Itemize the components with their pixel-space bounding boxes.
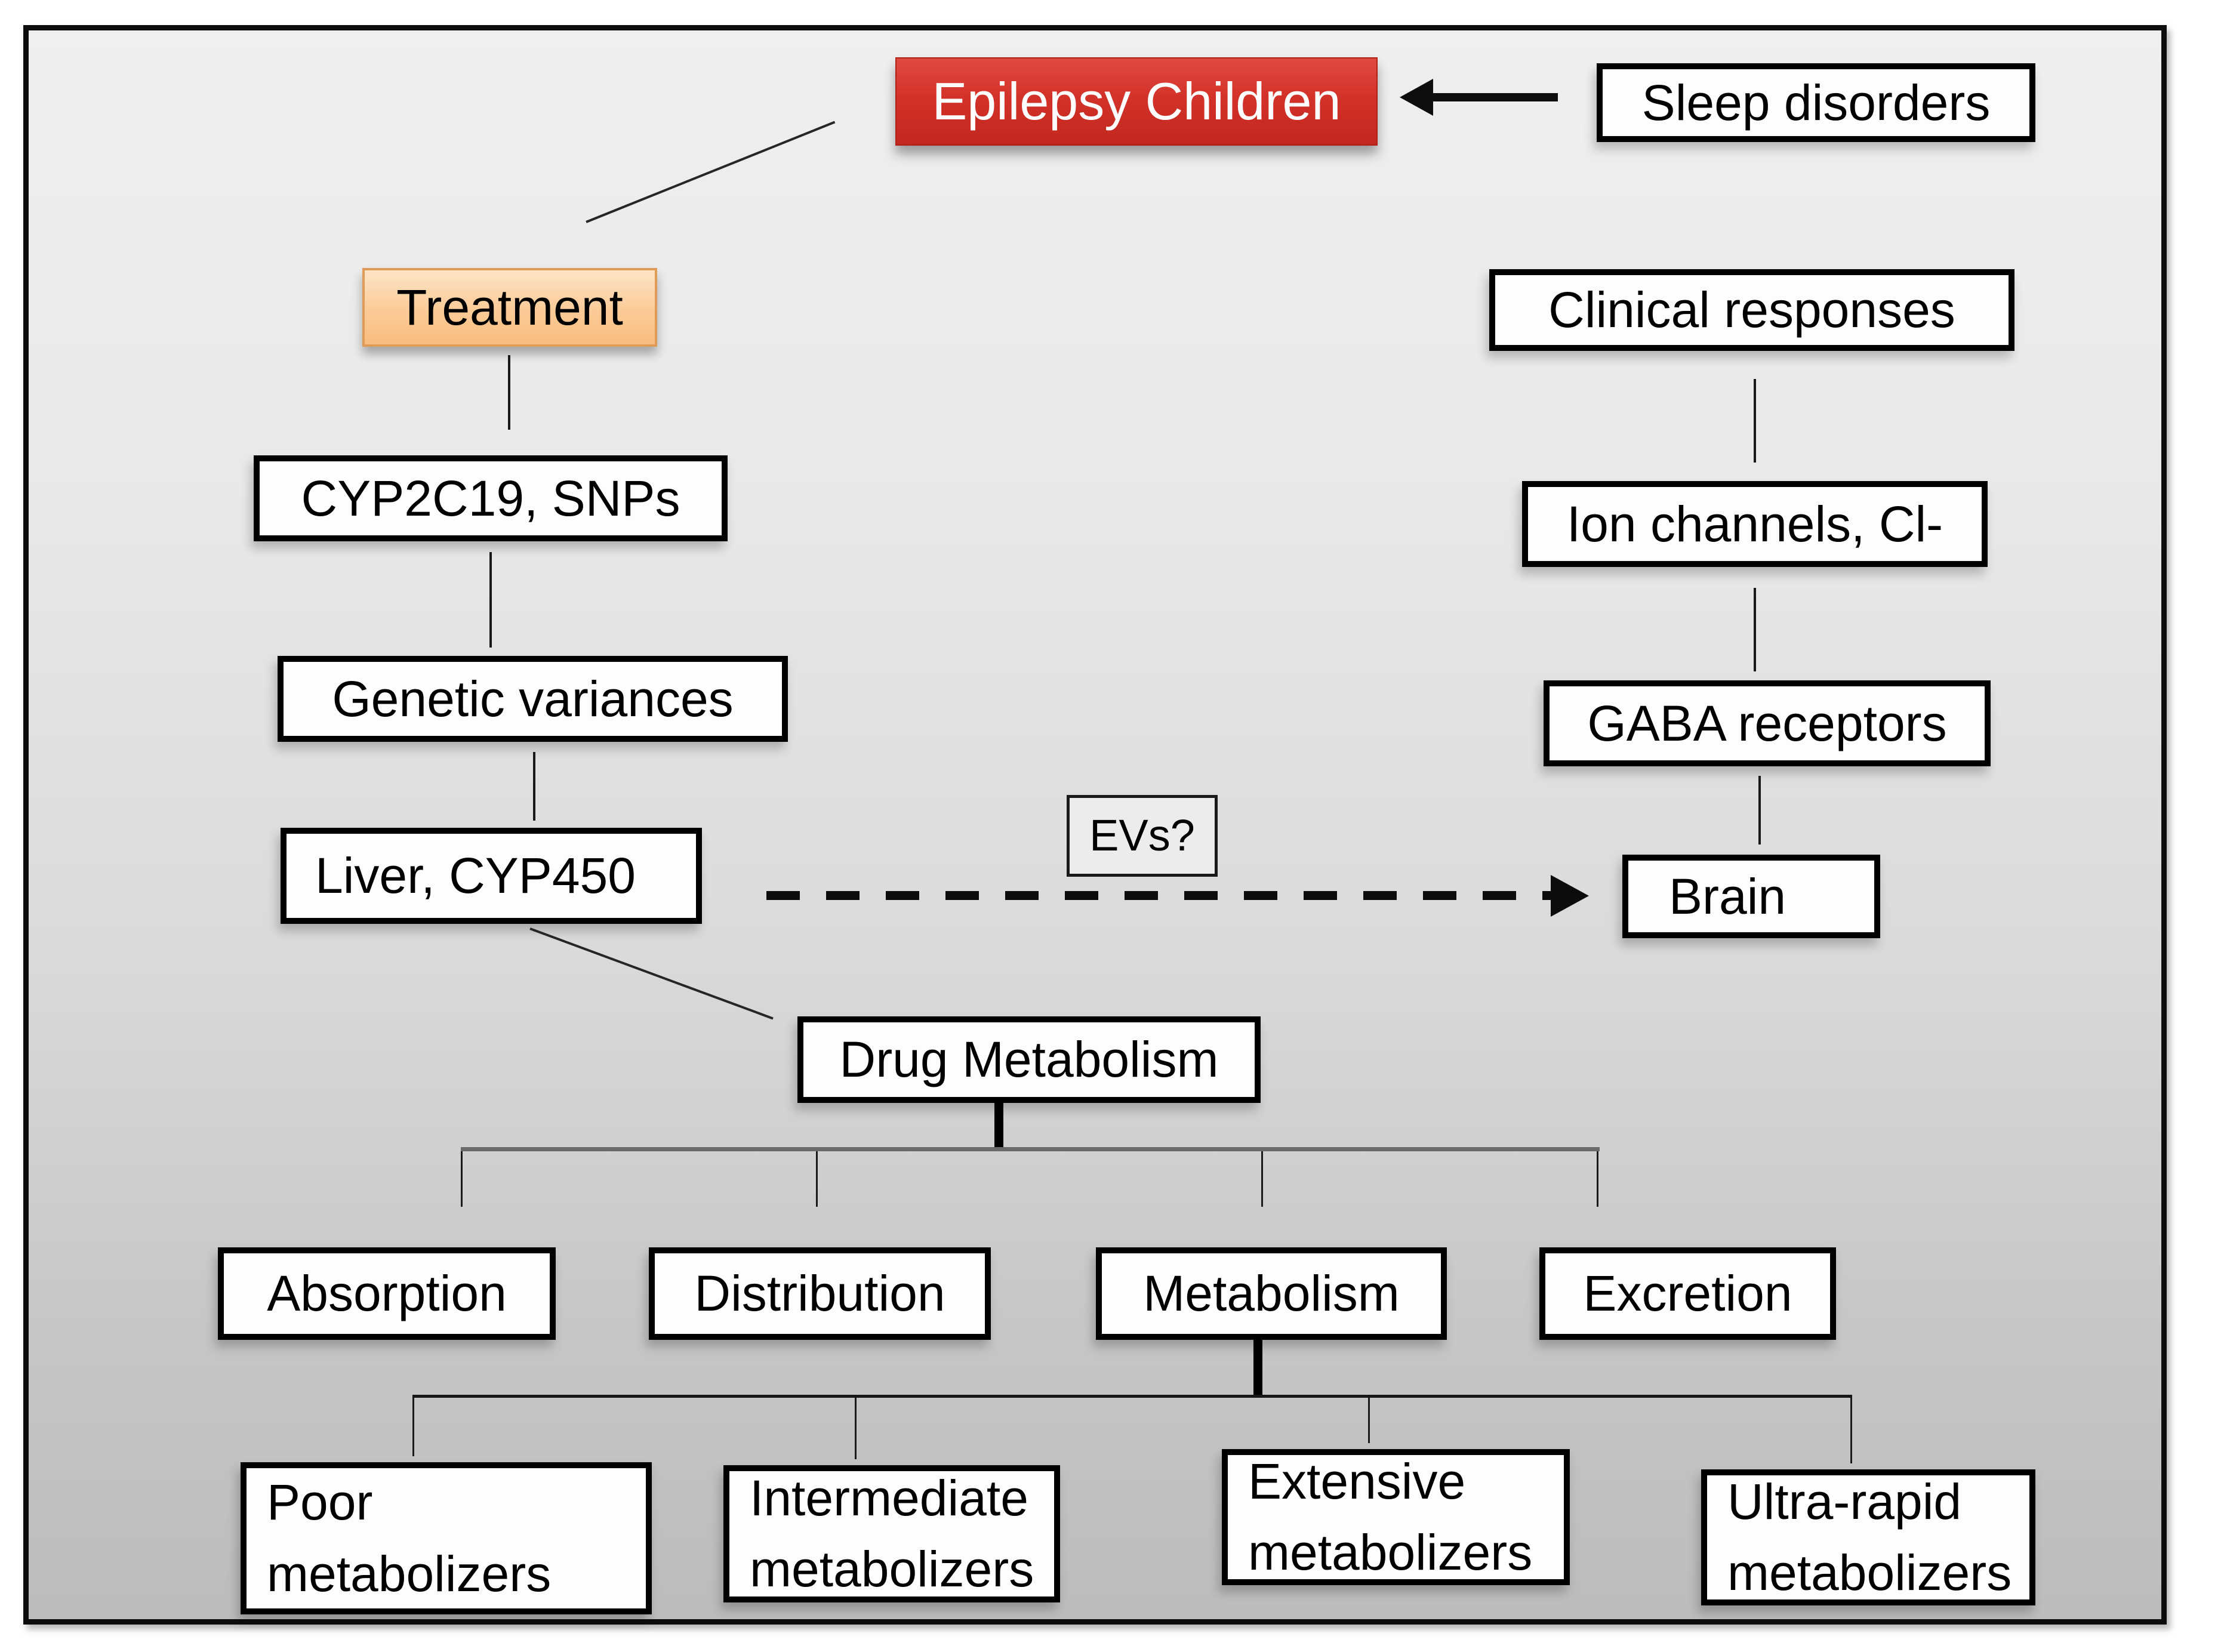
node-epilepsy-children: Epilepsy Children: [895, 57, 1378, 146]
connector-drop-metabolism: [1261, 1151, 1263, 1207]
node-liver-cyp450: Liver, CYP450: [281, 828, 702, 924]
connector-drop-poor: [412, 1398, 414, 1456]
node-ion-channels: Ion channels, Cl-: [1522, 481, 1988, 567]
connector-drop-distribution: [816, 1151, 818, 1207]
connector-drop-intermediate: [855, 1398, 857, 1459]
connector-drop-absorption: [461, 1151, 463, 1207]
connector-metabolism-stem: [1253, 1340, 1262, 1397]
node-clinical-responses: Clinical responses: [1489, 269, 2014, 351]
node-absorption: Absorption: [218, 1247, 556, 1340]
node-excretion: Excretion: [1539, 1247, 1836, 1340]
node-genetic-variances: Genetic variances: [278, 656, 788, 742]
connector-genetic-liver: [533, 752, 535, 821]
arrow-head-sleep-to-epilepsy-icon: [1400, 79, 1433, 116]
node-poor-metabolizers: Poor metabolizers: [241, 1462, 652, 1614]
connector-gaba-brain: [1758, 776, 1761, 845]
connector-clinical-ion: [1754, 379, 1756, 463]
node-metabolism: Metabolism: [1096, 1247, 1447, 1340]
connector-drugmetabolism-stem: [994, 1103, 1003, 1151]
node-extensive-metabolizers: Extensive metabolizers: [1222, 1449, 1570, 1585]
node-distribution: Distribution: [649, 1247, 991, 1340]
node-gaba-receptors: GABA receptors: [1544, 680, 1991, 766]
node-sleep-disorders: Sleep disorders: [1597, 63, 2035, 142]
connector-drop-excretion: [1597, 1151, 1598, 1207]
connector-adme-crossbar: [461, 1147, 1600, 1151]
node-treatment: Treatment: [362, 268, 657, 347]
node-drug-metabolism: Drug Metabolism: [797, 1016, 1261, 1103]
connector-drop-extensive: [1368, 1398, 1370, 1443]
connector-metabolizers-crossbar: [412, 1395, 1852, 1398]
connector-treatment-cyp2c19: [508, 355, 510, 430]
node-ultrarapid-metabolizers: Ultra-rapid metabolizers: [1701, 1469, 2035, 1605]
node-brain: Brain: [1622, 855, 1880, 938]
dashed-arrow-liver-to-brain: [766, 891, 1554, 900]
node-cyp2c19-snps: CYP2C19, SNPs: [254, 455, 728, 541]
node-intermediate-metabolizers: Intermediate metabolizers: [723, 1465, 1060, 1602]
node-evs-label: EVs?: [1067, 795, 1218, 877]
dashed-arrow-head-icon: [1551, 875, 1589, 917]
connector-cyp2c19-genetic: [489, 552, 492, 648]
connector-drop-ultrarapid: [1850, 1398, 1852, 1463]
arrow-shaft-sleep-to-epilepsy: [1431, 93, 1558, 101]
connector-ion-gaba: [1754, 588, 1756, 671]
